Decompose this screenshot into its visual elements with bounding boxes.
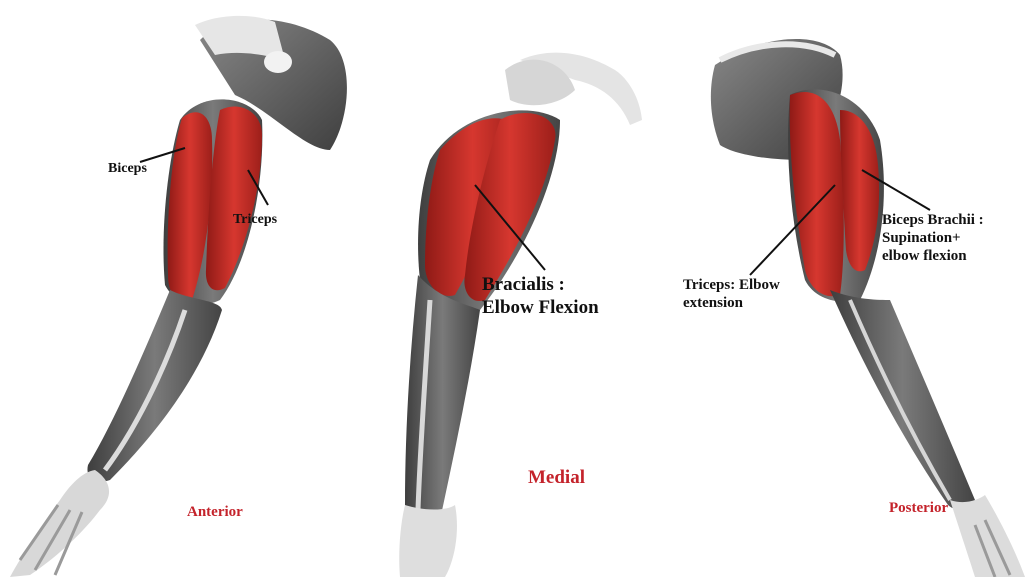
label-bracialis-line1: Bracialis : [482,274,599,297]
label-triceps-extension-line1: Triceps: Elbow [683,276,780,294]
label-triceps: Triceps [233,212,277,228]
label-triceps-extension: Triceps: Elbow extension [683,276,780,312]
label-biceps: Biceps [108,161,147,177]
label-biceps-brachii-line1: Biceps Brachii : [882,211,984,229]
view-label-medial: Medial [528,467,585,489]
label-biceps-brachii: Biceps Brachii : Supination+ elbow flexi… [882,211,984,265]
posterior-triceps-muscle [790,92,844,296]
view-label-posterior: Posterior [889,500,948,517]
label-bracialis: Bracialis : Elbow Flexion [482,274,599,320]
label-biceps-brachii-line3: elbow flexion [882,247,984,265]
label-biceps-brachii-line2: Supination+ [882,229,984,247]
anterior-arm [10,16,347,577]
posterior-forearm [830,290,975,509]
posterior-hand [950,495,1025,577]
medial-hand [399,505,457,577]
label-bracialis-line2: Elbow Flexion [482,297,599,320]
view-label-anterior: Anterior [187,504,243,521]
medial-forearm [405,275,480,522]
anterior-humeral-head [264,51,292,73]
label-triceps-extension-line2: extension [683,294,780,312]
